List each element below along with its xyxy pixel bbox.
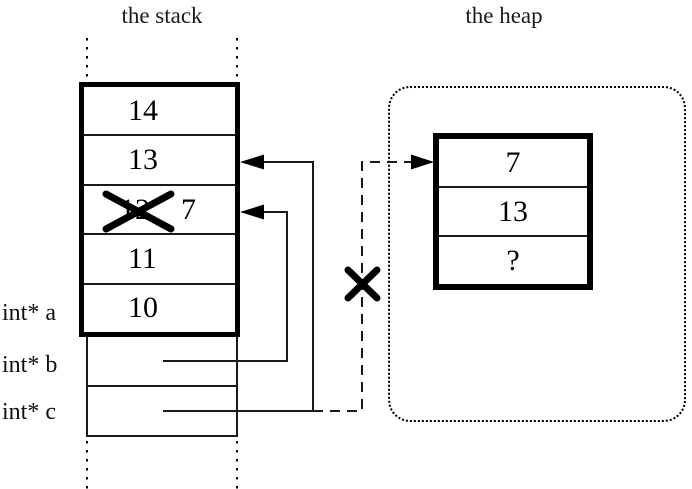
heap-title: the heap — [465, 3, 543, 28]
stack-cell-new-value: 7 — [181, 192, 196, 226]
pointer-c-left-arrowhead-icon — [240, 154, 264, 170]
stack-pointer-cell-c — [88, 385, 236, 435]
stack-boundary-dotted-line-bottom-right — [236, 441, 238, 489]
stack-boundary-dotted-line-bottom-left — [86, 441, 88, 489]
stack-boundary-dotted-line-top-right — [236, 38, 238, 83]
heap-cell-value: 7 — [505, 145, 521, 179]
stack-title: the stack — [121, 3, 203, 28]
pointer-label-a: int* a — [2, 300, 56, 326]
heap-cell: 13 — [439, 186, 587, 235]
pointer-label-b: int* b — [2, 352, 58, 378]
invalid-pointer-x-icon — [344, 266, 381, 302]
heap-cell: 7 — [439, 139, 587, 186]
stack-cell: 10 — [84, 282, 235, 332]
stack-cell-value: 13 — [128, 143, 158, 177]
stack-cell-crossed-out: 12 7 — [84, 183, 235, 233]
stack-cell-value: 11 — [128, 241, 157, 275]
heap-block-box: 7 13 ? — [433, 133, 593, 290]
stack-cell-value: 10 — [128, 291, 158, 325]
stack-boundary-dotted-line-top-left — [86, 38, 88, 83]
stack-pointer-cell-b — [88, 337, 236, 385]
stack-cell: 14 — [84, 87, 235, 134]
heap-cell-value: 13 — [498, 194, 528, 228]
stack-cell-old-value: 12 — [120, 192, 150, 226]
pointer-b-left-arrowhead-icon — [240, 204, 264, 220]
heap-cell-value: ? — [506, 243, 520, 277]
stack-cell: 11 — [84, 233, 235, 282]
stack-frame-box: 14 13 12 7 11 10 — [79, 82, 240, 337]
stack-cell: 13 — [84, 134, 235, 183]
pointer-label-c: int* c — [2, 399, 56, 425]
heap-cell: ? — [439, 235, 587, 284]
stack-pointer-cells — [86, 337, 238, 437]
stack-cell-value: 14 — [128, 93, 158, 127]
